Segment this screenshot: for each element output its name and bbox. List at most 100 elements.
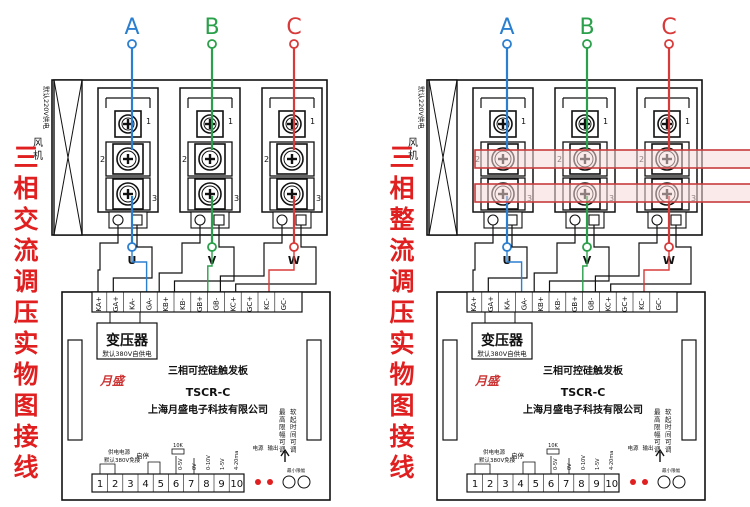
signal-label: 0-10V <box>206 455 212 470</box>
top-terminal-label: GB- <box>213 297 221 310</box>
terminal-1: 1 <box>310 117 315 126</box>
thyristor-module-b: 123 <box>179 87 241 229</box>
gate-wire-k <box>594 225 658 292</box>
phase-label-a: A <box>499 15 514 40</box>
bottom-terminal-label: 2 <box>487 479 493 490</box>
led-power-label: 电源 <box>627 444 639 452</box>
phase-input-terminal <box>582 39 592 49</box>
phase-label-c: C <box>286 15 301 40</box>
bottom-terminal-label: 9 <box>593 479 599 490</box>
thyristor-module-c: 123 <box>261 87 323 229</box>
gate-pin-1 <box>569 214 581 226</box>
resistor-symbol <box>171 448 185 455</box>
gate-pin-1 <box>276 214 288 226</box>
gate-wire-k <box>158 225 201 292</box>
model-name: TSCR-C <box>186 386 231 399</box>
module-cap <box>105 97 151 108</box>
left-title-char: 调 <box>13 267 39 296</box>
right-title-char: 物 <box>389 360 415 389</box>
terminal-1: 1 <box>228 117 233 126</box>
gate-pin-2 <box>295 214 307 226</box>
knob-1 <box>282 475 296 489</box>
sense-wire <box>207 250 213 292</box>
top-terminal-label: GC- <box>280 297 288 310</box>
signal-label: 0V <box>567 463 573 470</box>
left-title-char: 接 <box>13 422 39 451</box>
knob-2 <box>672 475 686 489</box>
bottom-terminal-block <box>466 473 620 493</box>
right-title-char: 三 <box>389 143 415 172</box>
signal-label: 0V <box>192 463 198 470</box>
fan-label: 风机 <box>33 137 43 162</box>
gate-wire-k <box>472 225 494 292</box>
top-terminal-label: GB+ <box>571 296 579 312</box>
right-title-char: 相 <box>389 174 415 203</box>
transformer-lead <box>109 312 141 323</box>
led-power-label: 电源 <box>252 444 264 452</box>
phase-output-terminal <box>127 242 137 252</box>
terminal-2: 2 <box>100 155 105 164</box>
dc-bus-positive <box>474 149 750 169</box>
left-title-char: 压 <box>13 298 39 327</box>
phase-input-terminal <box>289 39 299 49</box>
top-terminal-label: GB- <box>588 297 596 310</box>
terminal-1: 1 <box>685 117 690 126</box>
lower-wiring <box>474 456 570 474</box>
terminal-2: 2 <box>264 155 269 164</box>
phase-input-terminal <box>127 39 137 49</box>
gate-wire-g <box>235 225 317 292</box>
left-slot <box>67 339 83 441</box>
top-terminal-label: KC+ <box>604 296 612 311</box>
product-name: 三相可控硅触发板 <box>543 364 624 377</box>
right-title-char: 整 <box>389 205 415 234</box>
bottom-terminal-label: 1 <box>472 479 478 490</box>
bottom-terminal-label: 7 <box>563 479 569 490</box>
top-terminal-label: KA- <box>129 298 137 310</box>
knob-label-1: 最高限幅可调 <box>654 408 661 454</box>
transformer-note: 默认380V自供电 <box>102 349 152 358</box>
start-stop-label: 启停 <box>511 451 525 460</box>
module-cap <box>480 97 526 108</box>
knob-arrow <box>655 448 665 462</box>
resistor-label: 10K <box>548 443 558 449</box>
phase-label-a: A <box>124 15 139 40</box>
transformer-label: 变压器 <box>481 332 524 349</box>
signal-label: 1-5V <box>220 458 226 470</box>
bottom-terminal-block <box>91 473 245 493</box>
thyristor-module-a: 123 <box>97 87 159 229</box>
phase-output-terminal <box>582 242 592 252</box>
signal-label: 0-5V <box>178 458 184 470</box>
module-cap <box>269 97 315 108</box>
bottom-terminal-label: 10 <box>230 479 243 490</box>
bottom-terminal-label: 8 <box>578 479 584 490</box>
phase-input-terminal <box>502 39 512 49</box>
knob-2 <box>297 475 311 489</box>
power-note-1: 供电电源 <box>483 448 506 456</box>
bottom-terminal-label: 2 <box>112 479 118 490</box>
transformer-label: 变压器 <box>106 332 149 349</box>
right-slot <box>681 339 697 441</box>
top-terminal-label: KC+ <box>229 296 237 311</box>
signal-label: 0-5V <box>553 458 559 470</box>
top-terminal-label: KC- <box>638 298 646 310</box>
right-title-char: 图 <box>389 391 415 420</box>
right-title-char: 线 <box>389 453 415 482</box>
company-logo: 月盛 <box>99 374 126 388</box>
top-terminal-label: GC- <box>655 297 663 310</box>
signal-label: 4-20ma <box>234 451 240 470</box>
model-name: TSCR-C <box>561 386 606 399</box>
top-terminal-label: KB+ <box>537 296 545 311</box>
gate-pin-1 <box>487 214 499 226</box>
phase-label-c: C <box>661 15 676 40</box>
knob-arrow <box>280 448 290 462</box>
led-output <box>642 479 648 485</box>
gate-wire-k <box>219 225 283 292</box>
bottom-terminal-label: 4 <box>142 479 148 490</box>
bottom-terminal-label: 10 <box>605 479 618 490</box>
sense-wire <box>582 250 588 292</box>
knob-1 <box>657 475 671 489</box>
top-terminal-label: KB- <box>554 298 562 310</box>
power-note-1: 供电电源 <box>108 448 131 456</box>
gate-pin-2 <box>588 214 600 226</box>
